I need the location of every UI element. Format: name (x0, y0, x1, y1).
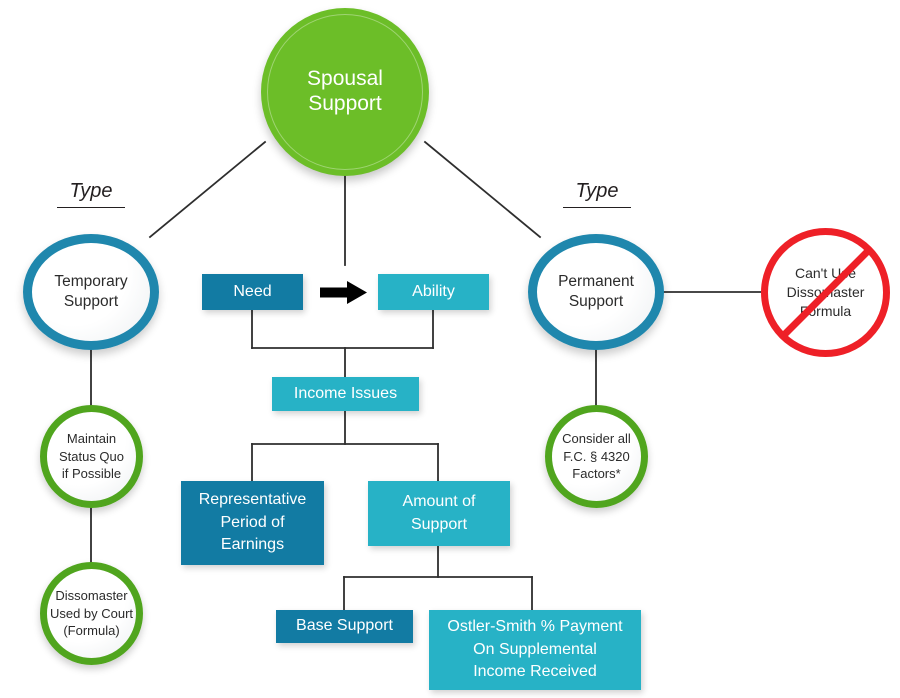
node-maintain-status-quo[interactable]: Maintain Status Quo if Possible (40, 405, 143, 508)
node-consider-4320-factors-label: Consider all F.C. § 4320 Factors* (562, 430, 631, 482)
node-amount-of-support-label: Amount of Support (402, 492, 476, 533)
node-income-issues[interactable]: Income Issues (272, 377, 419, 411)
node-dissomaster-used-by-court[interactable]: Dissomaster Used by Court (Formula) (40, 562, 143, 665)
node-dissomaster-used-by-court-label: Dissomaster Used by Court (Formula) (49, 587, 134, 639)
node-ability[interactable]: Ability (378, 274, 489, 310)
node-base-support[interactable]: Base Support (276, 610, 413, 643)
type-label-right: Type (563, 180, 631, 208)
node-permanent-support-label: Permanent Support (558, 272, 634, 310)
node-ostler-smith-payment-label: Ostler-Smith % Payment On Supplemental I… (447, 617, 623, 681)
node-ostler-smith-payment[interactable]: Ostler-Smith % Payment On Supplemental I… (429, 610, 641, 690)
right-arrow-icon (320, 281, 367, 304)
type-label-left: Type (57, 180, 125, 208)
node-maintain-status-quo-label: Maintain Status Quo if Possible (58, 430, 125, 482)
node-consider-4320-factors[interactable]: Consider all F.C. § 4320 Factors* (545, 405, 648, 508)
node-permanent-support[interactable]: Permanent Support (528, 234, 664, 350)
edge-root-to-permanent (423, 140, 542, 239)
node-amount-of-support[interactable]: Amount of Support (368, 481, 510, 546)
edge-root-to-temporary (148, 140, 267, 239)
node-need[interactable]: Need (202, 274, 303, 310)
node-temporary-support[interactable]: Temporary Support (23, 234, 159, 350)
node-cant-use-dissomaster[interactable]: Can't Use Dissomaster Formula (761, 228, 890, 357)
node-spousal-support-label: Spousal Support (307, 67, 383, 115)
node-representative-period-of-earnings[interactable]: Representative Period of Earnings (181, 481, 324, 565)
node-temporary-support-label: Temporary Support (54, 272, 128, 310)
node-representative-period-label: Representative Period of Earnings (198, 490, 307, 554)
node-spousal-support[interactable]: Spousal Support (261, 8, 429, 176)
